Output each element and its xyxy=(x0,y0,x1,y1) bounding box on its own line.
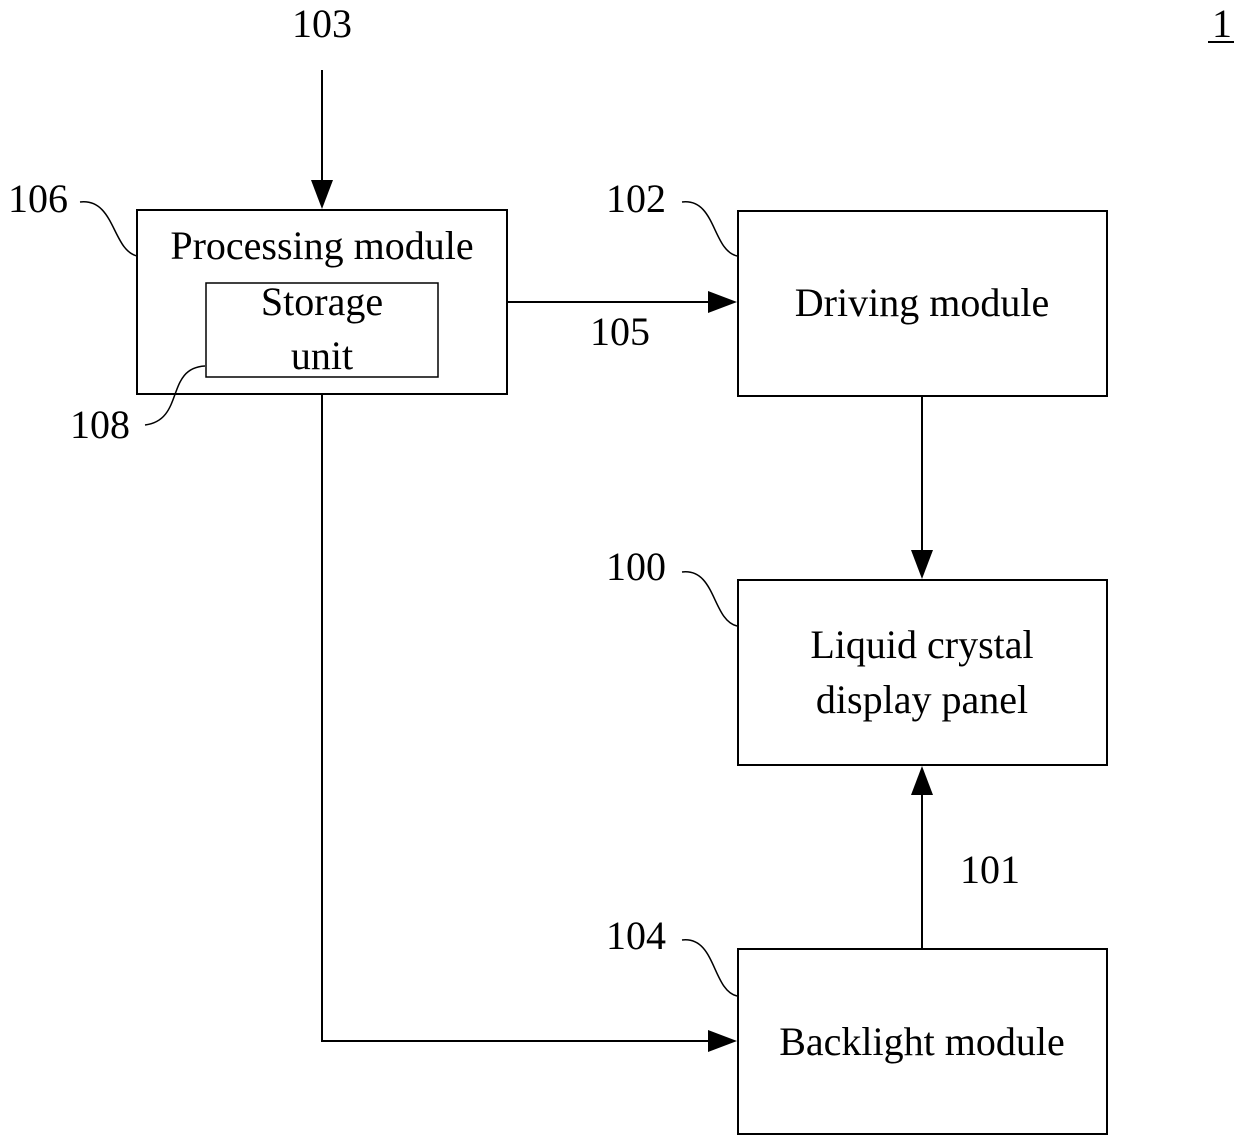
signal-105-arrowhead xyxy=(708,291,737,313)
input-signal-ref: 103 xyxy=(292,1,352,46)
signal-101-ref: 101 xyxy=(960,847,1020,892)
processing-module-leader xyxy=(80,202,137,256)
backlight-module-leader xyxy=(682,940,737,996)
lcd-panel-leader xyxy=(682,572,737,626)
signal-105-ref: 105 xyxy=(590,309,650,354)
processing-to-backlight-arrowhead xyxy=(708,1030,737,1052)
processing-module-label: Processing module xyxy=(170,223,473,268)
storage-unit-label-line2: unit xyxy=(291,333,353,378)
driving-module-ref: 102 xyxy=(606,176,666,221)
lcd-panel-ref: 100 xyxy=(606,544,666,589)
lcd-panel-label-line2: display panel xyxy=(816,677,1028,722)
signal-101-arrowhead xyxy=(911,766,933,795)
storage-unit-label-line1: Storage xyxy=(261,279,383,324)
driving-module-leader xyxy=(682,202,737,256)
storage-unit-ref: 108 xyxy=(70,402,130,447)
lcd-panel-box xyxy=(738,580,1107,765)
figure-number: 1 xyxy=(1212,1,1232,46)
backlight-module-label: Backlight module xyxy=(779,1019,1065,1064)
driving-module-label: Driving module xyxy=(795,280,1049,325)
backlight-module-ref: 104 xyxy=(606,913,666,958)
lcd-panel-label-line1: Liquid crystal xyxy=(810,622,1033,667)
input-arrowhead xyxy=(311,180,333,209)
driving-to-lcd-arrowhead xyxy=(911,550,933,579)
processing-module-ref: 106 xyxy=(8,176,68,221)
